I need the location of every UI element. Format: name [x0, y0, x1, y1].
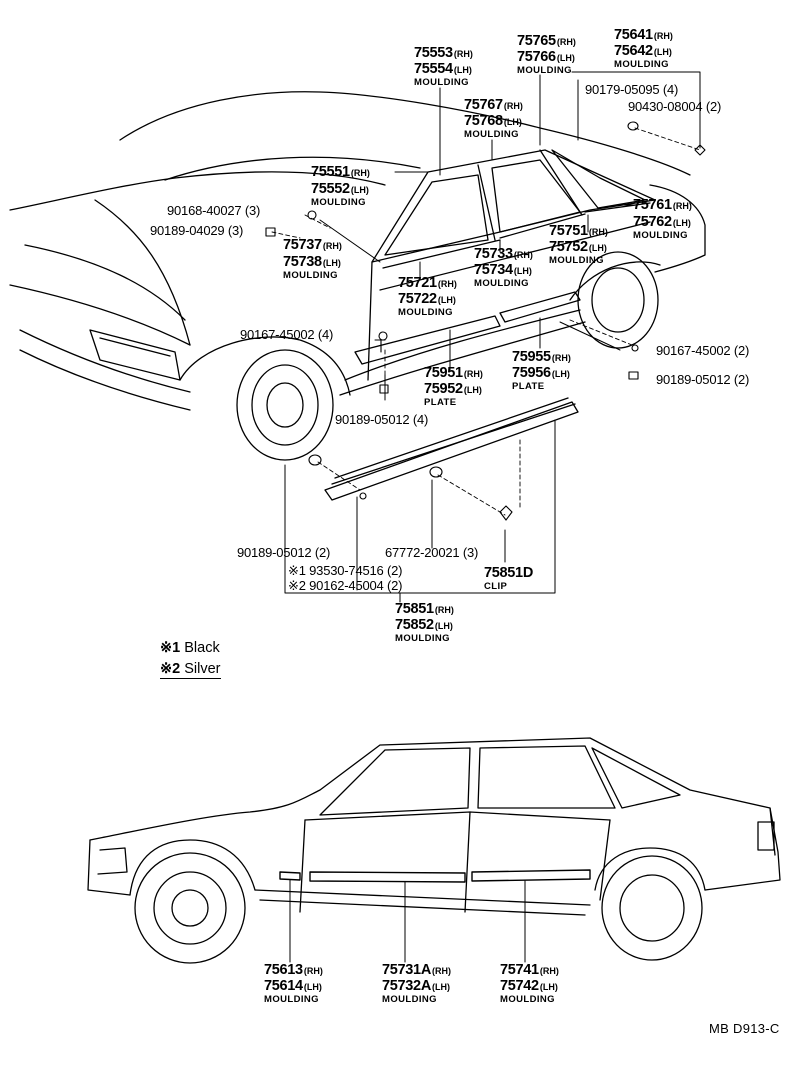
part-75737: 75737(RH) — [283, 237, 342, 253]
legend-black: ※1 Black — [160, 640, 220, 656]
fastener-90189-04029: 90189-04029 (3) — [150, 223, 244, 238]
moulding-label: MOULDING — [414, 77, 469, 88]
fastener-90189-05012-4: 90189-05012 (4) — [335, 412, 429, 427]
part-75956: 75956(LH) — [512, 365, 570, 381]
bottom-car-windows — [319, 745, 681, 816]
diagram-code: MB D913-C — [709, 1021, 780, 1036]
part-75955: 75955(RH) — [512, 349, 571, 365]
moulding-label: MOULDING — [398, 307, 453, 318]
part-75752: 75752(LH) — [549, 239, 607, 255]
top-car-body — [9, 91, 706, 461]
plate-label: PLATE — [424, 397, 457, 408]
moulding-label: MOULDING — [549, 255, 604, 266]
part-75551: 75551(RH) — [311, 164, 370, 180]
part-75761: 75761(RH) — [633, 197, 692, 213]
fastener-90168-40027: 90168-40027 (3) — [167, 203, 261, 218]
fastener-90167-45002-4: 90167-45002 (4) — [240, 327, 334, 342]
fastener-90189-05012-2b: 90189-05012 (2) — [237, 545, 331, 560]
part-75851D: 75851D — [484, 565, 533, 581]
bottom-leader-lines — [289, 879, 526, 963]
part-75952: 75952(LH) — [424, 381, 482, 397]
legend-silver: ※2 Silver — [160, 661, 221, 679]
part-75613: 75613(RH) — [264, 962, 323, 978]
moulding-label: MOULDING — [517, 65, 572, 76]
part-75768: 75768(LH) — [464, 113, 522, 129]
fastener-90167-45002-2: 90167-45002 (2) — [656, 343, 750, 358]
part-75751: 75751(RH) — [549, 223, 608, 239]
leader-lines — [284, 71, 701, 603]
exploded-side-moulding — [324, 397, 579, 501]
fastener-90430-08004: 90430-08004 (2) — [628, 99, 722, 114]
part-75733: 75733(RH) — [474, 246, 533, 262]
rocker-plate — [354, 291, 581, 365]
part-75721: 75721(RH) — [398, 275, 457, 291]
part-75765: 75765(RH) — [517, 33, 576, 49]
part-75734: 75734(LH) — [474, 262, 532, 278]
plate-label: PLATE — [512, 381, 545, 392]
part-75738: 75738(LH) — [283, 254, 341, 270]
dashed-leaders — [271, 127, 701, 516]
bottom-car-body — [87, 737, 781, 964]
part-75951: 75951(RH) — [424, 365, 483, 381]
bottom-car-mouldings — [279, 869, 591, 883]
part-75722: 75722(LH) — [398, 291, 456, 307]
part-75741: 75741(RH) — [500, 962, 559, 978]
moulding-label: MOULDING — [614, 59, 669, 70]
fastener-93530-74516: ※1 93530-74516 (2) — [288, 563, 403, 578]
fastener-90179-05095: 90179-05095 (4) — [585, 82, 679, 97]
moulding-label: MOULDING — [395, 633, 450, 644]
part-75767: 75767(RH) — [464, 97, 523, 113]
moulding-label: MOULDING — [633, 230, 688, 241]
part-75614: 75614(LH) — [264, 978, 322, 994]
part-75554: 75554(LH) — [414, 61, 472, 77]
part-75852: 75852(LH) — [395, 617, 453, 633]
part-75732A: 75732A(LH) — [382, 978, 450, 994]
moulding-label: MOULDING — [264, 994, 319, 1005]
part-75731A: 75731A(RH) — [382, 962, 451, 978]
part-75552: 75552(LH) — [311, 181, 369, 197]
moulding-label: MOULDING — [474, 278, 529, 289]
moulding-label: MOULDING — [500, 994, 555, 1005]
part-75742: 75742(LH) — [500, 978, 558, 994]
clip-label: CLIP — [484, 581, 508, 592]
moulding-label: MOULDING — [382, 994, 437, 1005]
moulding-label: MOULDING — [311, 197, 366, 208]
fastener-icons — [265, 121, 706, 521]
moulding-label: MOULDING — [464, 129, 519, 140]
fastener-67772-20021: 67772-20021 (3) — [385, 545, 479, 560]
part-75851: 75851(RH) — [395, 601, 454, 617]
part-75766: 75766(LH) — [517, 49, 575, 65]
fastener-90162-45004: ※2 90162-45004 (2) — [288, 578, 403, 593]
top-car-windows — [367, 149, 656, 381]
part-75762: 75762(LH) — [633, 214, 691, 230]
fastener-90189-05012-2a: 90189-05012 (2) — [656, 372, 750, 387]
part-75641: 75641(RH) — [614, 27, 673, 43]
part-75553: 75553(RH) — [414, 45, 473, 61]
part-75642: 75642(LH) — [614, 43, 672, 59]
moulding-label: MOULDING — [283, 270, 338, 281]
